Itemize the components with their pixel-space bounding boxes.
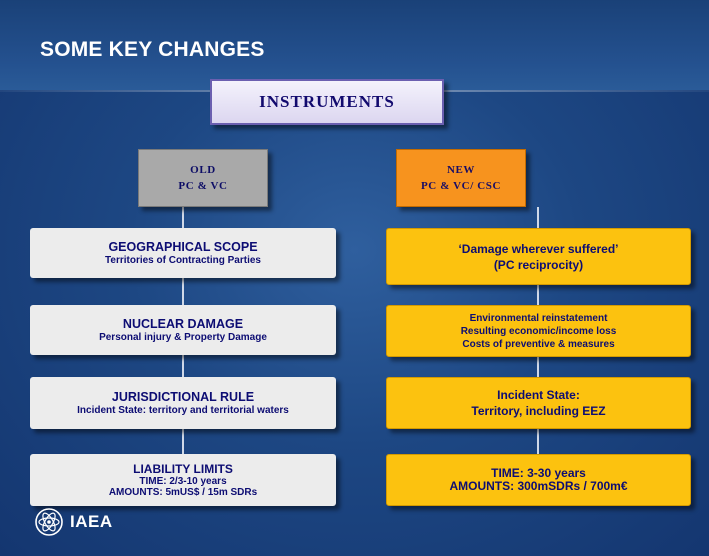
new-box-line: TIME: 3-30 years [491,466,586,480]
old-liability-limits-box: LIABILITY LIMITS TIME: 2/3-10 years AMOU… [30,454,336,506]
old-box-title: NUCLEAR DAMAGE [122,316,244,331]
new-liability-limits-box: TIME: 3-30 years AMOUNTS: 300mSDRs / 700… [386,454,691,506]
iaea-logo: IAEA [34,507,113,537]
new-header-box: NEW PC & VC/ CSC [396,149,526,207]
old-geographical-scope-box: GEOGRAPHICAL SCOPE Territories of Contra… [30,228,336,278]
old-box-title: LIABILITY LIMITS [133,461,233,476]
old-jurisdictional-rule-box: JURISDICTIONAL RULE Incident State: terr… [30,377,336,429]
new-box-line: Resulting economic/income loss [460,325,617,337]
old-box-title: GEOGRAPHICAL SCOPE [108,239,258,254]
old-box-detail: Incident State: territory and territoria… [77,404,289,416]
instruments-box: INSTRUMENTS [210,79,444,125]
old-nuclear-damage-box: NUCLEAR DAMAGE Personal injury & Propert… [30,305,336,355]
new-header-line2: PC & VC/ CSC [420,180,502,192]
new-box-line: Environmental reinstatement [469,312,608,324]
new-box-line: ‘Damage wherever suffered’ [458,241,619,256]
new-damage-box: ‘Damage wherever suffered’ (PC reciproci… [386,228,691,285]
old-box-detail: TIME: 2/3-10 years [139,475,227,487]
old-box-detail: Territories of Contracting Parties [105,254,261,266]
slide-title: SOME KEY CHANGES [40,38,265,61]
new-box-line: (PC reciprocity) [493,257,584,272]
old-header-box: OLD PC & VC [138,149,268,207]
logo-text: IAEA [70,512,113,531]
old-header-line2: PC & VC [178,180,228,192]
new-box-line: Territory, including EEZ [471,404,606,418]
old-box-detail: AMOUNTS: 5mUS$ / 15m SDRs [108,486,258,498]
new-environmental-box: Environmental reinstatement Resulting ec… [386,305,691,357]
new-box-line: Incident State: [497,388,580,402]
old-header-line1: OLD [190,164,216,176]
header-band [0,0,709,90]
old-box-title: JURISDICTIONAL RULE [111,389,255,404]
iaea-emblem-icon [35,508,63,536]
new-box-line: AMOUNTS: 300mSDRs / 700m€ [449,479,628,493]
new-incident-state-box: Incident State: Territory, including EEZ [386,377,691,429]
new-header-line1: NEW [446,164,476,176]
old-box-detail: Personal injury & Property Damage [99,331,267,343]
new-box-line: Costs of preventive & measures [462,338,615,350]
